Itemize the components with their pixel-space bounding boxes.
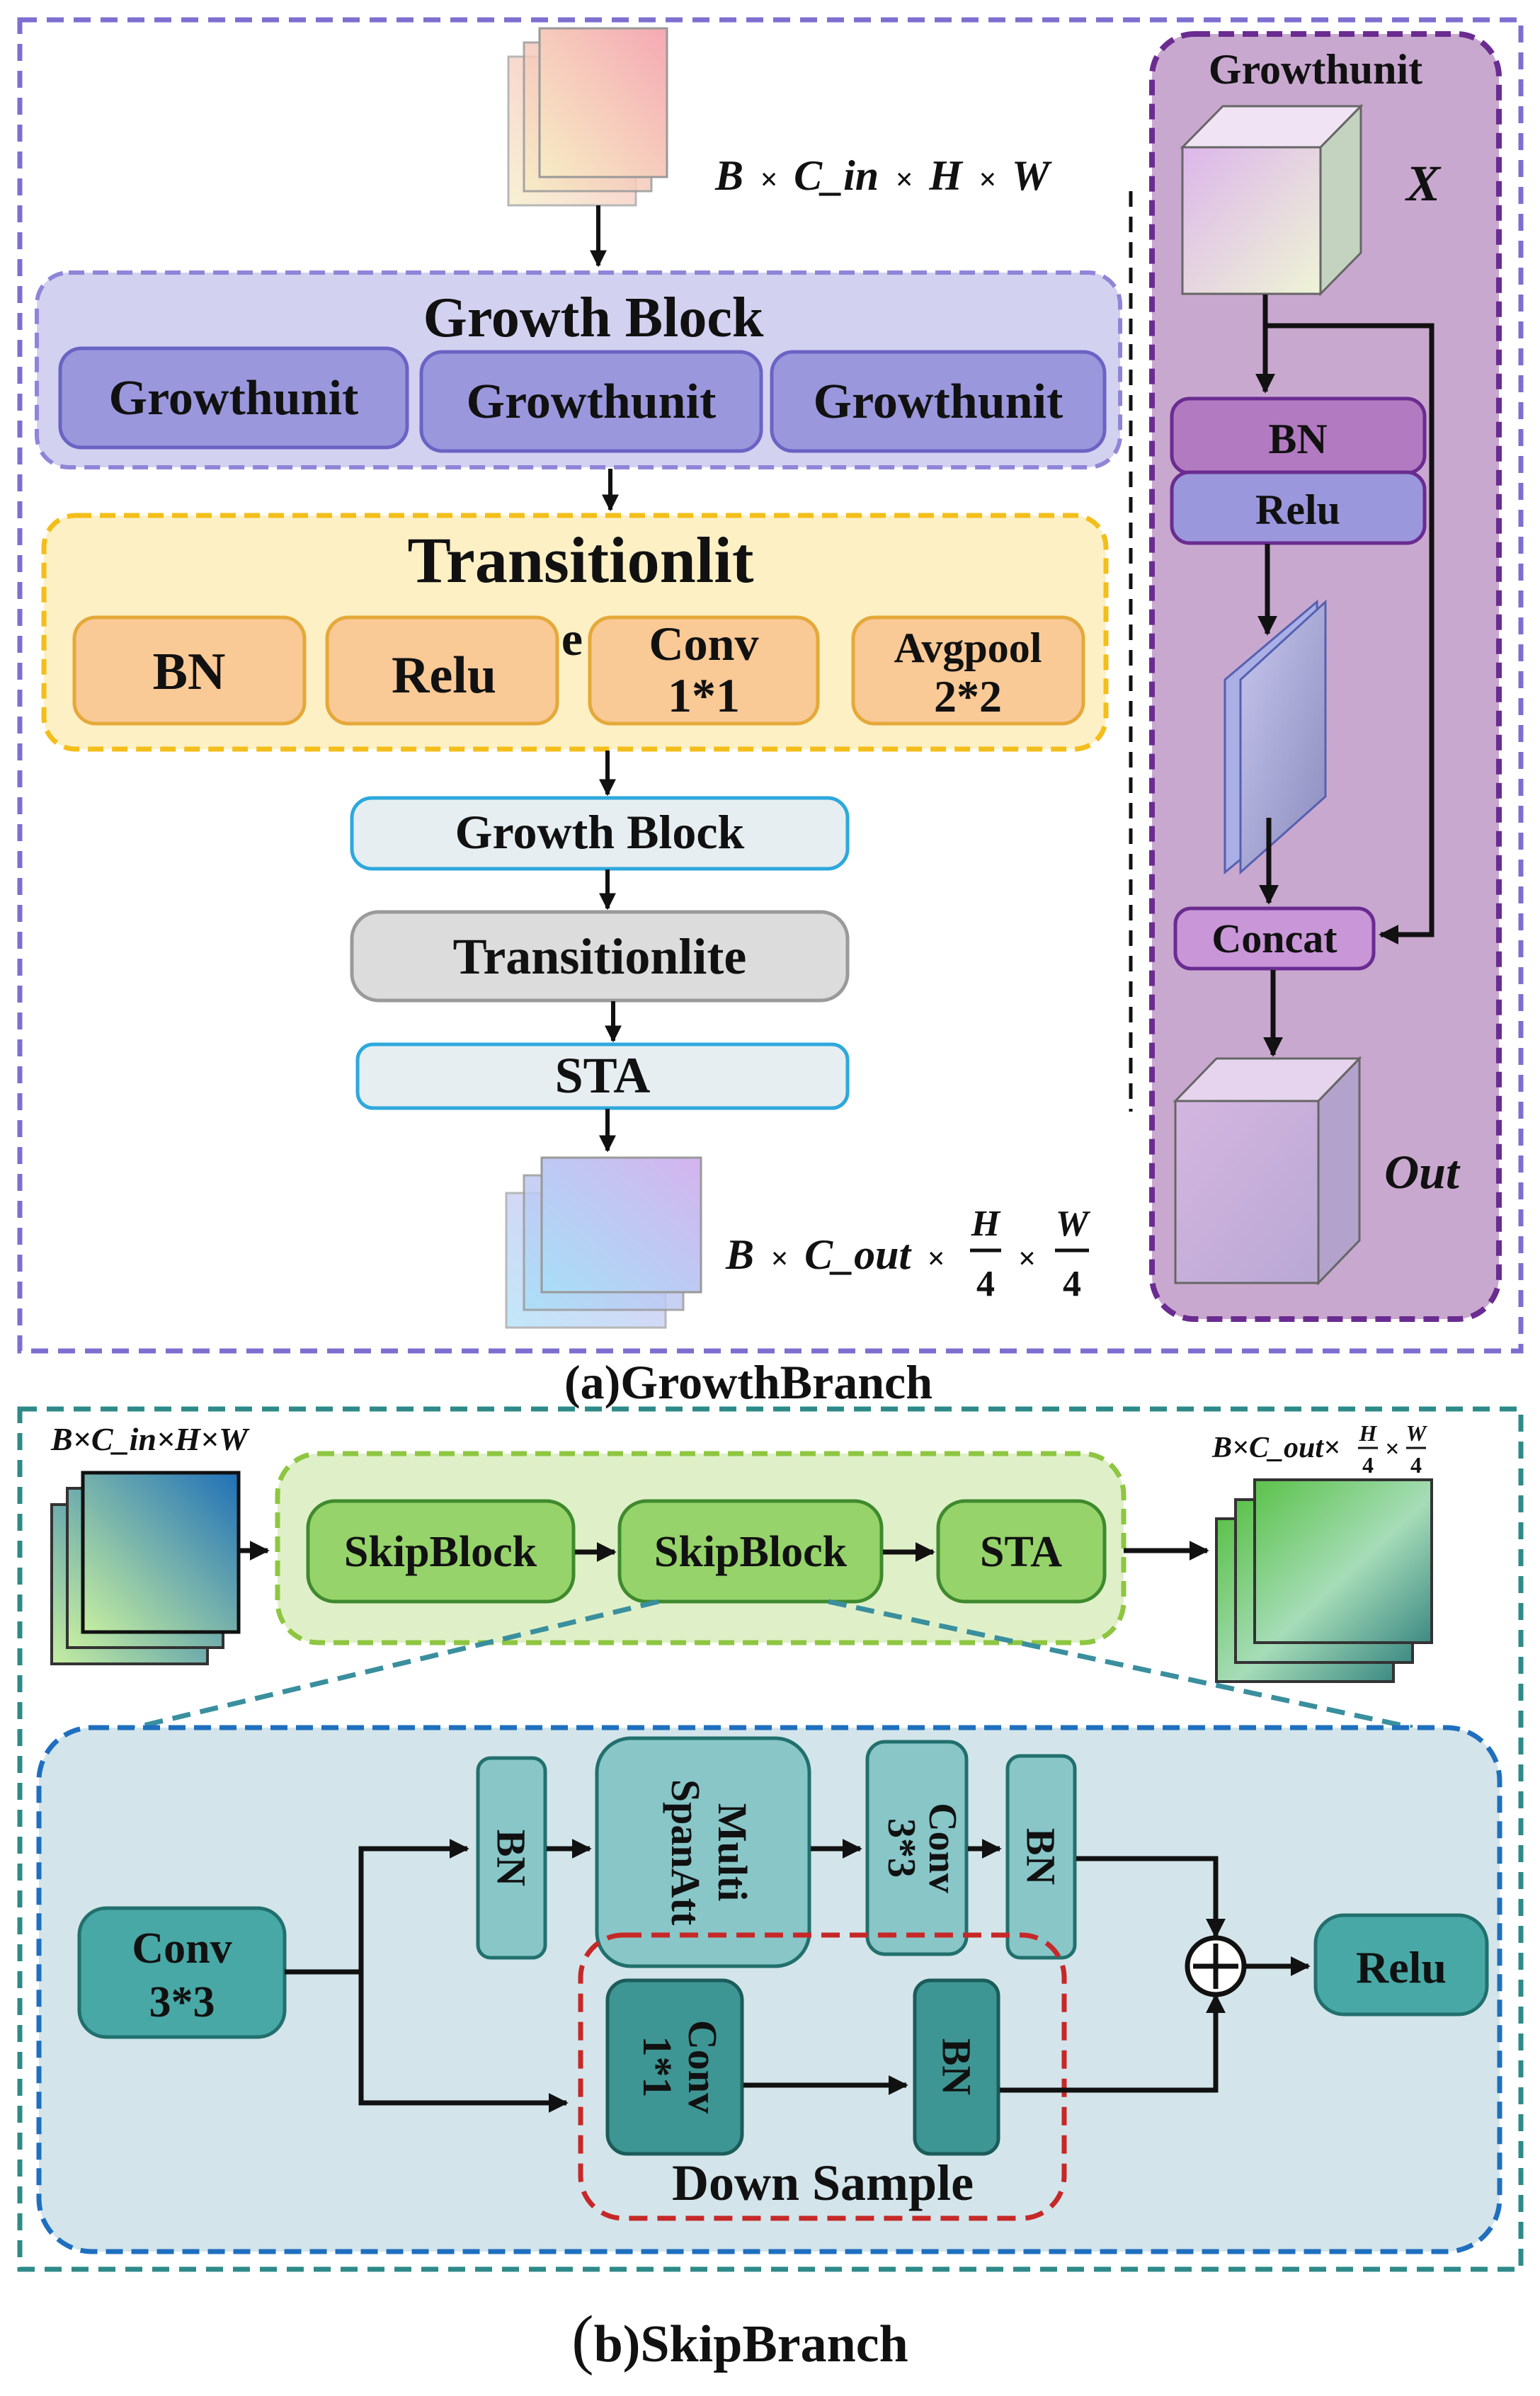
growth-unit-3: Growthunit <box>770 350 1107 453</box>
skipblock-2: SkipBlock <box>617 1499 884 1604</box>
down-sample-region <box>578 1932 1067 2221</box>
panel-relu: Relu <box>1170 470 1427 545</box>
panel-bn: BN <box>1170 397 1427 475</box>
transition-op-bn: BN <box>72 615 307 726</box>
transition-title: Transitionlit <box>407 524 753 596</box>
detail-label: Multi <box>709 1803 755 1902</box>
panel-feature-map <box>1224 599 1327 875</box>
cube-x <box>1180 103 1364 297</box>
stack-label: Transitionlite <box>453 928 747 985</box>
detail-attention: Multi SpanAtt <box>595 1736 811 1968</box>
add-operator <box>1185 1935 1247 1997</box>
growth-unit-1: Growthunit <box>58 346 409 450</box>
skip-branch-caption: (b)SkipBranch <box>571 2303 908 2376</box>
transition-op-avgpool: Avgpool 2*2 <box>851 615 1085 726</box>
growth-unit-label: Growthunit <box>467 375 717 429</box>
skip-input-feature-map <box>50 1471 241 1665</box>
skip-input-dim: B×C_in×H×W <box>50 1421 250 1457</box>
svg-text:B × C_out ×: B × C_out × <box>725 1231 945 1278</box>
cube-out-label: Out <box>1384 1145 1461 1199</box>
growth-unit-label: Growthunit <box>814 375 1063 429</box>
skip-output-feature-map <box>1215 1478 1433 1683</box>
detail-label: BN <box>489 1830 535 1887</box>
op-label: Conv <box>649 617 759 671</box>
svg-text:H: H <box>1359 1420 1378 1446</box>
detail-label: Relu <box>1356 1942 1447 1992</box>
detail-bn1: BN <box>476 1756 547 1960</box>
op-label: BN <box>153 643 226 701</box>
svg-text:W: W <box>1056 1204 1091 1244</box>
growthunit-panel-title: Growthunit <box>1209 46 1422 93</box>
growth-output-feature-map <box>505 1156 702 1329</box>
cube-out <box>1173 1056 1362 1286</box>
svg-text:4: 4 <box>1362 1452 1374 1478</box>
stack-label: Growth Block <box>455 805 745 859</box>
detail-label: BN <box>1018 1828 1064 1886</box>
stack-label: STA <box>555 1047 651 1104</box>
svg-text:W: W <box>1406 1420 1428 1446</box>
svg-text:B×C_out×: B×C_out× <box>1211 1432 1340 1464</box>
detail-label: 3*3 <box>149 1978 215 2026</box>
cube-x-label: X <box>1405 155 1442 212</box>
detail-down-conv: Conv 1*1 <box>605 1978 744 2156</box>
detail-label: Conv <box>680 2020 726 2113</box>
op-label: 1*1 <box>668 668 740 722</box>
svg-text:4: 4 <box>1410 1452 1422 1478</box>
detail-down-bn: BN <box>913 1978 1000 2156</box>
transition-op-conv: Conv 1*1 <box>588 615 820 726</box>
op-label: Avgpool <box>894 624 1042 671</box>
branch-line-upper <box>285 1839 469 1975</box>
skip-sta: STA <box>936 1499 1107 1604</box>
skipblock-1: SkipBlock <box>306 1499 576 1604</box>
skipblock-label: SkipBlock <box>654 1528 848 1576</box>
detail-bn2: BN <box>1005 1754 1077 1960</box>
growth-input-feature-map <box>507 27 668 207</box>
svg-text:×: × <box>1017 1241 1035 1276</box>
panel-relu-label: Relu <box>1255 486 1340 533</box>
op-label: 2*2 <box>934 671 1002 721</box>
svg-text:H: H <box>971 1204 1001 1244</box>
growth-block-title: Growth Block <box>423 287 764 349</box>
detail-label: SpanAtt <box>663 1779 709 1926</box>
op-label: Relu <box>392 646 496 704</box>
growth-input-dim: B × C_in × H × W <box>714 152 1052 199</box>
growth-branch-frame <box>17 17 1524 1354</box>
skipblock-label: SkipBlock <box>344 1528 537 1576</box>
branch-line-lower <box>358 1972 569 2113</box>
stack-sta: STA <box>355 1042 850 1110</box>
panel-bn-label: BN <box>1268 416 1327 462</box>
svg-text:4: 4 <box>1063 1264 1081 1304</box>
detail-label: Conv <box>132 1924 232 1973</box>
zoom-line-left <box>134 1599 659 1730</box>
detail-label: Conv <box>920 1803 964 1893</box>
panel-concat: Concat <box>1173 906 1376 971</box>
detail-label: 1*1 <box>634 2036 680 2098</box>
growth-unit-2: Growthunit <box>419 350 763 453</box>
skip-sta-label: STA <box>980 1528 1062 1576</box>
stack-transitionlite: Transitionlite <box>350 910 850 1003</box>
zoom-line-right <box>828 1599 1413 1730</box>
skip-branch-frame <box>17 1406 1524 2272</box>
line-bn2-to-add <box>1076 1856 1226 1939</box>
transition-title-overflow: e <box>561 612 583 666</box>
svg-text:4: 4 <box>976 1264 995 1304</box>
transition-op-relu: Relu <box>325 615 559 726</box>
growth-unit-label: Growthunit <box>109 371 359 426</box>
growth-output-dim: B × C_out × H 4 × W 4 <box>725 1204 1091 1304</box>
detail-conv2: Conv 3*3 <box>865 1740 969 1956</box>
transition-container <box>41 513 1109 752</box>
line-down-bn-to-add <box>1000 1993 1226 2093</box>
detail-label: BN <box>934 2038 980 2096</box>
skip-connection-line <box>1265 323 1435 945</box>
skip-output-dim: B×C_out× H 4 × W 4 <box>1211 1420 1428 1478</box>
detail-label: 3*3 <box>879 1818 923 1878</box>
svg-text:×: × <box>1385 1434 1400 1463</box>
detail-conv-in: Conv 3*3 <box>77 1906 287 2039</box>
growth-branch-caption: (a)GrowthBranch <box>564 1355 932 1409</box>
down-sample-label: Down Sample <box>672 2155 974 2211</box>
stack-growth-block: Growth Block <box>350 796 850 871</box>
detail-relu: Relu <box>1313 1913 1489 2016</box>
panel-concat-label: Concat <box>1211 915 1337 962</box>
